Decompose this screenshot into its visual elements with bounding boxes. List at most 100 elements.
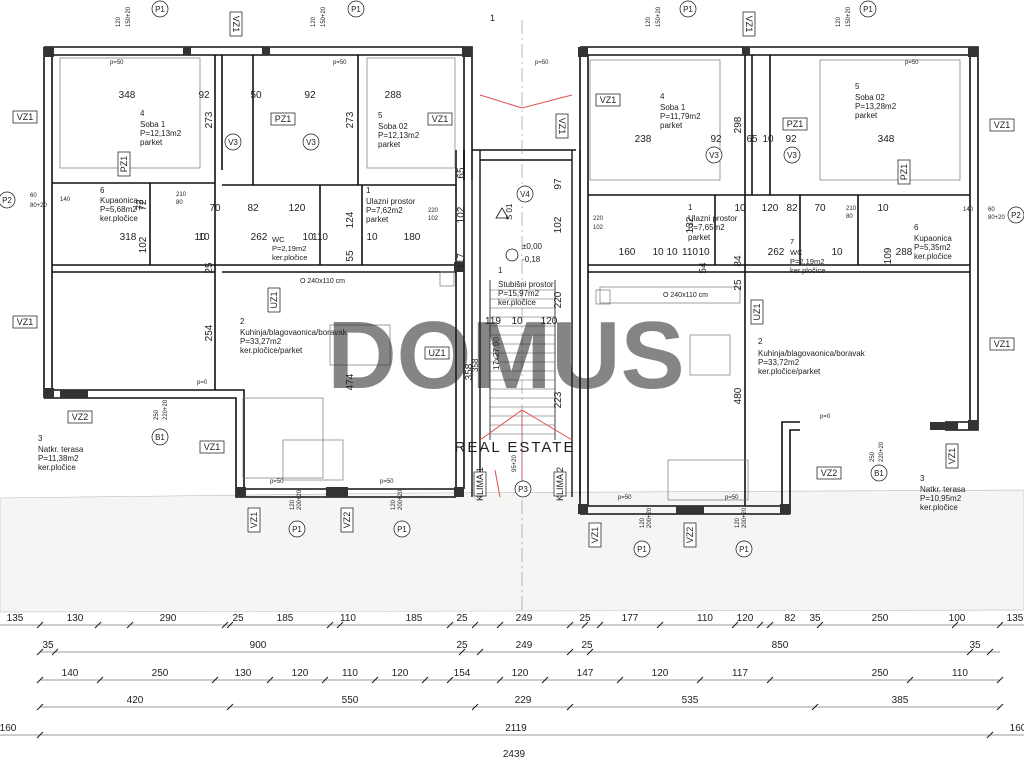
right-room-living: 2 Kuhinja/blagovaonica/boravak P=33,72m2… <box>758 337 866 376</box>
chain-dimension-value: 160 <box>1010 723 1024 734</box>
chain-dimension-value: 25 <box>579 613 591 624</box>
tag-label: V3 <box>787 151 797 160</box>
tag-frame <box>555 113 569 139</box>
tag-frame <box>870 464 888 482</box>
tag-frame <box>12 315 38 329</box>
tag-label: VZ2 <box>685 527 695 544</box>
tag-frame <box>735 540 753 558</box>
dimension-value: 110 <box>312 232 328 243</box>
tag-box: UZ1 <box>267 287 281 313</box>
room-number: 6 <box>100 186 105 195</box>
tag-label: VZ1 <box>249 512 259 529</box>
lawn-area <box>0 489 1024 613</box>
right-room-soba1: 4 Soba 1 P=11,79m2 parket <box>660 92 701 130</box>
dimension-tick <box>996 703 1004 711</box>
tag-label: P1 <box>397 525 407 534</box>
tag-label: VZ1 <box>994 120 1011 130</box>
tag-label: PZ1 <box>787 119 804 129</box>
dimension-tick <box>96 676 104 684</box>
tag-label: V3 <box>228 138 238 147</box>
chain-dimension-value: 135 <box>7 613 24 624</box>
tag-circle: P1 <box>679 0 697 18</box>
tag-box: VZ2 <box>340 507 354 533</box>
tag-box: PZ1 <box>270 112 296 126</box>
opening-note: p=50 <box>333 60 347 66</box>
room-area: P=7,65m2 <box>688 223 725 232</box>
tag-box: VZ1 <box>989 118 1015 132</box>
right-columns <box>578 47 978 514</box>
dimension-tick <box>906 676 914 684</box>
opening-note: 200+20 <box>398 489 404 510</box>
dimension-value: 160 <box>619 247 636 258</box>
dimension-value: 10 <box>302 232 314 243</box>
right-unit-walls <box>579 46 979 515</box>
chain-dimension-value: 900 <box>250 640 267 651</box>
dimension-tick <box>211 676 219 684</box>
opening-note: 200+20 <box>297 489 303 510</box>
dimension-value: 10 <box>194 232 206 243</box>
dimension-tick <box>36 676 44 684</box>
chain-dimension-value: 290 <box>160 613 177 624</box>
left-room-terrace: 3 Natkr. terasa P=11,38m2 ker.pločice <box>38 434 84 472</box>
room-area: P=15,97m2 <box>498 289 540 298</box>
room-finish: ker.pločice/parket <box>758 367 821 376</box>
chain-dimension-value: 35 <box>969 640 981 651</box>
room-area: P=11,79m2 <box>660 112 701 121</box>
dimension-value: 119 <box>485 316 501 327</box>
tag-frame <box>782 117 808 131</box>
room-name: Soba 1 <box>140 120 166 129</box>
chain-dimension-value: 420 <box>127 695 144 706</box>
chain-dimension-value: 535 <box>682 695 699 706</box>
tag-frame <box>340 507 354 533</box>
dimension-tick <box>471 703 479 711</box>
room-finish: parket <box>660 121 683 130</box>
dimension-value: 348 <box>878 134 895 145</box>
room-area: P=2,19m2 <box>272 244 306 253</box>
dimension-value: 92 <box>710 134 722 145</box>
dimension-value: 298 <box>733 116 744 133</box>
tag-frame <box>424 346 450 360</box>
room-name: Soba 02 <box>855 93 885 102</box>
tag-frame <box>270 112 296 126</box>
kitchen-unit-note: O 240x110 cm <box>663 292 708 299</box>
opening-note: 120 <box>290 499 296 510</box>
chain-dimension-value: 25 <box>232 613 244 624</box>
room-finish: ker.pločice <box>38 463 76 472</box>
chain-dimension-value: 147 <box>577 668 594 679</box>
dimension-value: 70 <box>814 203 826 214</box>
tag-label: P2 <box>1011 211 1021 220</box>
dimension-tick <box>966 648 974 656</box>
dimension-tick <box>421 676 429 684</box>
tag-circle: V3 <box>302 133 320 151</box>
left-room-soba2: 5 Soba 02 P=12,13m2 parket <box>378 111 420 149</box>
dimension-value: 117 <box>456 253 467 269</box>
room-number: 5 <box>378 111 383 120</box>
opening-note: 95+20 <box>512 454 518 472</box>
tag-label: PZ1 <box>899 164 909 181</box>
room-name: Soba 02 <box>378 122 408 131</box>
level-top: ±0,00 <box>522 242 543 251</box>
dimension-value: 82 <box>247 203 259 214</box>
tag-frame <box>783 146 801 164</box>
dimension-value: 82 <box>786 203 798 214</box>
tag-box: VZ1 <box>989 337 1015 351</box>
chain-dimension-value: 177 <box>622 613 639 624</box>
tag-box: VZ2 <box>67 410 93 424</box>
tag-frame <box>595 93 621 107</box>
chain-dimension-value: 100 <box>949 613 966 624</box>
opening-note: 200+20 <box>742 507 748 528</box>
step-label: S 01 <box>505 203 514 220</box>
dimension-tick <box>996 676 1004 684</box>
room-number: 4 <box>660 92 665 101</box>
tag-label: KLIMA 1 <box>475 467 485 501</box>
dimension-tick <box>326 621 334 629</box>
left-columns <box>44 47 472 497</box>
dimension-value: 10 <box>698 247 710 258</box>
opening-note: 120 <box>735 517 741 528</box>
room-number: 1 <box>366 186 371 195</box>
room-finish: parket <box>688 233 711 242</box>
dimension-value: 220 <box>553 291 564 308</box>
